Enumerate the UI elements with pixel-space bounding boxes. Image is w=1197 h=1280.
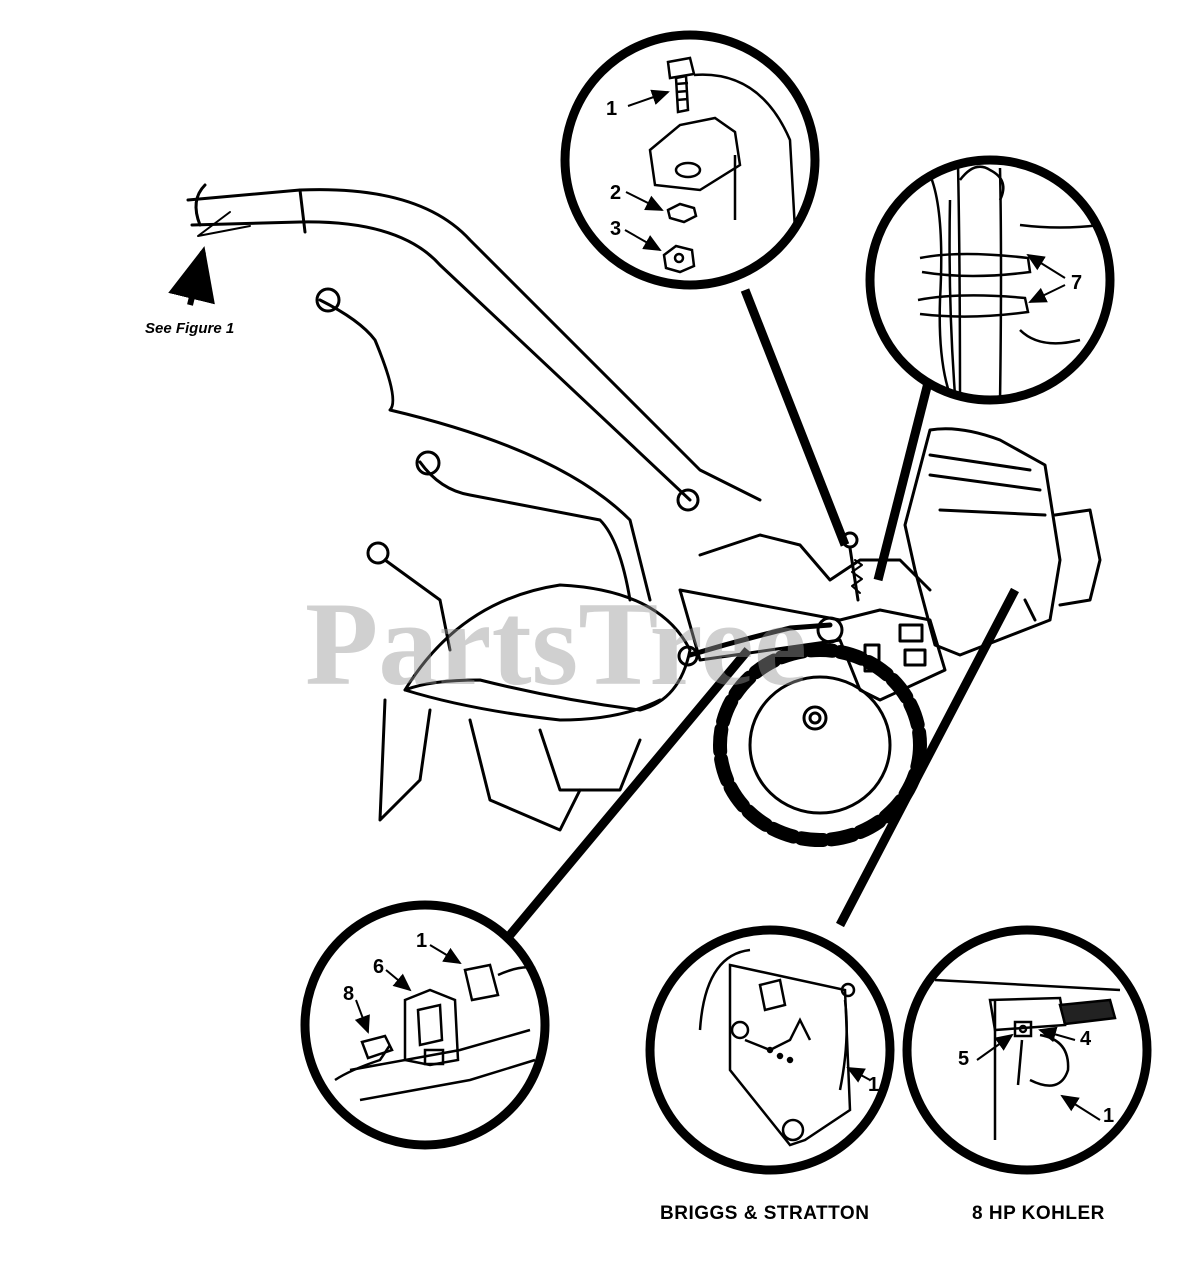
- caption-briggs: BRIGGS & STRATTON: [660, 1203, 870, 1224]
- leader-top-detail: [740, 288, 850, 547]
- caption-kohler: 8 HP KOHLER: [972, 1203, 1105, 1224]
- callout-bracket: 6: [373, 956, 385, 978]
- handlebar-lower: [190, 220, 692, 502]
- control-cable-1: [318, 298, 652, 602]
- tiller-frame: [678, 588, 947, 702]
- callout-kohler-screw: 5: [958, 1048, 970, 1070]
- wheel: [713, 643, 927, 847]
- detail-circle-bracket: [300, 900, 550, 1150]
- control-cable-2: [418, 460, 632, 602]
- see-figure-arrow: [168, 246, 215, 306]
- tine-shield: [403, 583, 692, 712]
- tiller-drawing: [186, 183, 1102, 847]
- callout-cable-ties: 7: [1071, 272, 1083, 294]
- callout-wire-connector: 8: [343, 983, 355, 1005]
- engine: [903, 427, 1102, 657]
- leader-cable-detail: [873, 373, 935, 582]
- callout-kohler-ground: 4: [1080, 1028, 1092, 1050]
- detail-circle-cable-ties: [865, 155, 1115, 405]
- clip-part: [463, 963, 500, 1002]
- leader-engine-detail: [836, 587, 1019, 928]
- callout-top-bolt: 1: [606, 98, 618, 120]
- callout-bracket-clip: 1: [416, 930, 428, 952]
- handlebar-upper: [186, 188, 762, 502]
- callout-kohler-clip: 1: [1103, 1105, 1115, 1127]
- detail-circle-briggs: [645, 925, 895, 1175]
- watermark: PartsTree: [305, 577, 807, 710]
- detail-circle-kohler: [902, 925, 1152, 1175]
- tines: [378, 698, 642, 832]
- figure-reference: See Figure 1: [145, 320, 235, 337]
- leader-bracket-detail: [506, 647, 752, 938]
- callout-top-nut: 3: [610, 218, 622, 240]
- callout-briggs-clip: 1: [868, 1074, 880, 1096]
- bracket-part: [648, 116, 742, 192]
- washer-part: [666, 202, 698, 224]
- callout-top-washer: 2: [610, 182, 622, 204]
- detail-circle-hardware: [560, 30, 820, 290]
- connector-part: [360, 1034, 394, 1060]
- nut-part: [662, 244, 696, 274]
